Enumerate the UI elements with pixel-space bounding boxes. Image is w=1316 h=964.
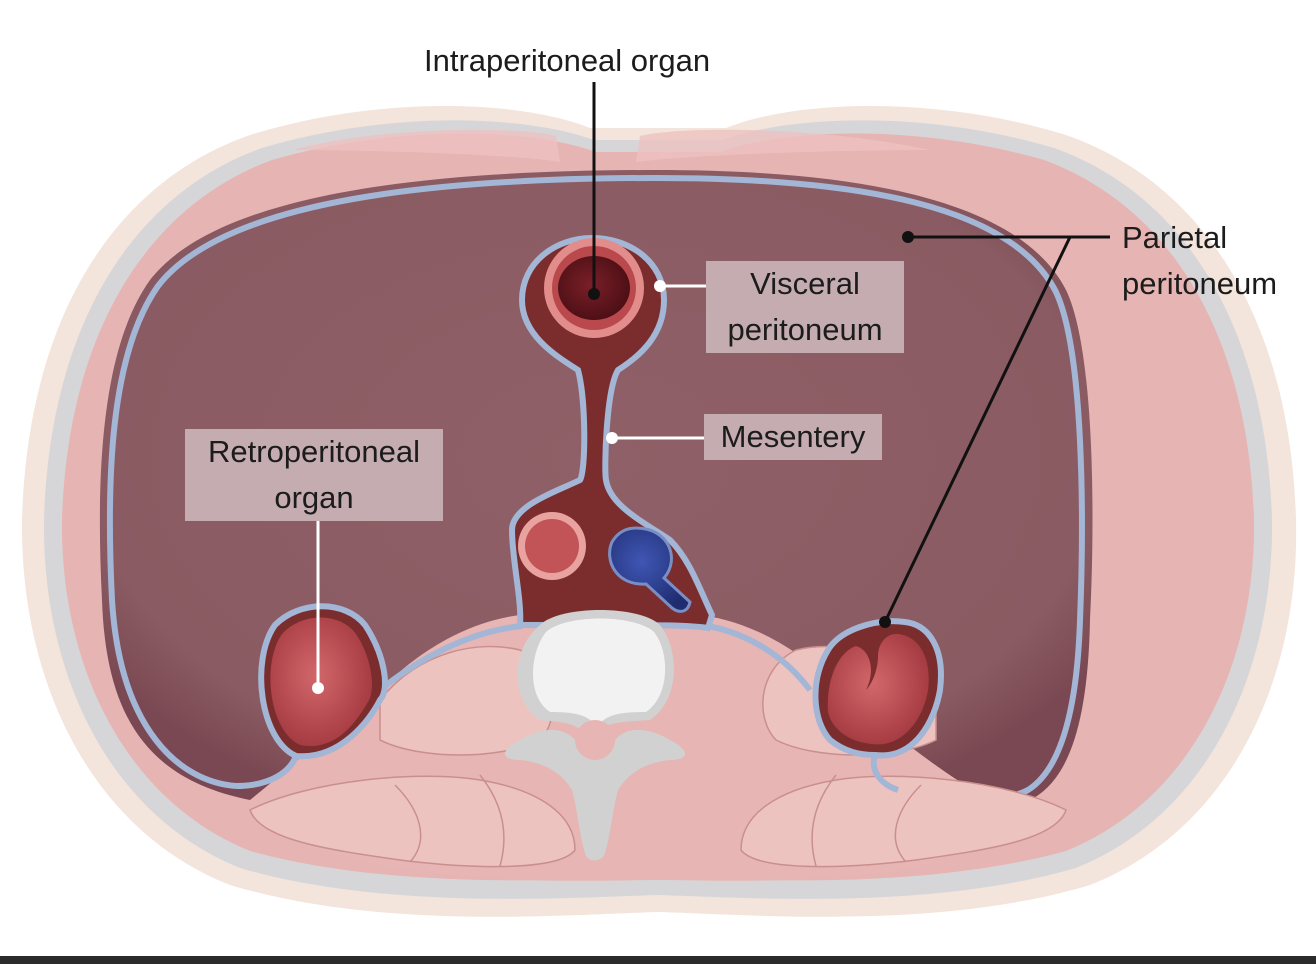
aorta-lumen xyxy=(525,519,579,573)
leader-dot-retroperitoneal xyxy=(312,682,324,694)
retroperitoneal-organ-right xyxy=(827,633,929,745)
label-mesentery: Mesentery xyxy=(704,414,882,460)
label-retro-line1: Retroperitoneal xyxy=(208,434,420,469)
leader-dot-parietal-top xyxy=(902,231,914,243)
leader-dot-mesentery xyxy=(606,432,618,444)
rectus-muscle-right xyxy=(636,129,930,162)
label-retroperitoneal-organ: Retroperitoneal organ xyxy=(185,429,443,521)
back-muscle-divider-left xyxy=(394,774,505,867)
leader-dot-parietal-bottom xyxy=(879,616,891,628)
erector-spinae-left xyxy=(249,775,576,868)
erector-spinae-right xyxy=(740,775,1067,868)
rectus-muscle-left xyxy=(292,129,560,162)
label-retro-line2: organ xyxy=(274,479,354,515)
vertebral-arch xyxy=(505,729,685,861)
label-parietal-line2: peritoneum xyxy=(1122,265,1278,301)
spinal-canal xyxy=(575,720,615,760)
label-visceral-peritoneum: Visceral peritoneum xyxy=(706,261,904,353)
leader-dot-intraperitoneal xyxy=(588,288,600,300)
label-parietal-line1: Parietal xyxy=(1122,220,1228,255)
leader-dot-visceral xyxy=(654,280,666,292)
leader-parietal xyxy=(883,235,1110,623)
parietal-peritoneum-membrane xyxy=(106,175,1085,803)
label-parietal-peritoneum: Parietal peritoneum xyxy=(1122,215,1277,307)
label-intraperitoneal-organ: Intraperitoneal organ xyxy=(424,43,711,78)
label-visceral-line1: Visceral xyxy=(750,266,860,301)
vertebral-body-inner xyxy=(533,618,666,728)
inferior-vena-cava xyxy=(608,526,692,613)
bottom-edge-bar xyxy=(0,956,1316,964)
back-muscle-divider-right xyxy=(811,774,922,867)
posterior-peritoneum-membrane xyxy=(235,623,900,793)
retroperitoneal-organ-left xyxy=(270,617,372,747)
label-visceral-line2: peritoneum xyxy=(727,311,883,347)
